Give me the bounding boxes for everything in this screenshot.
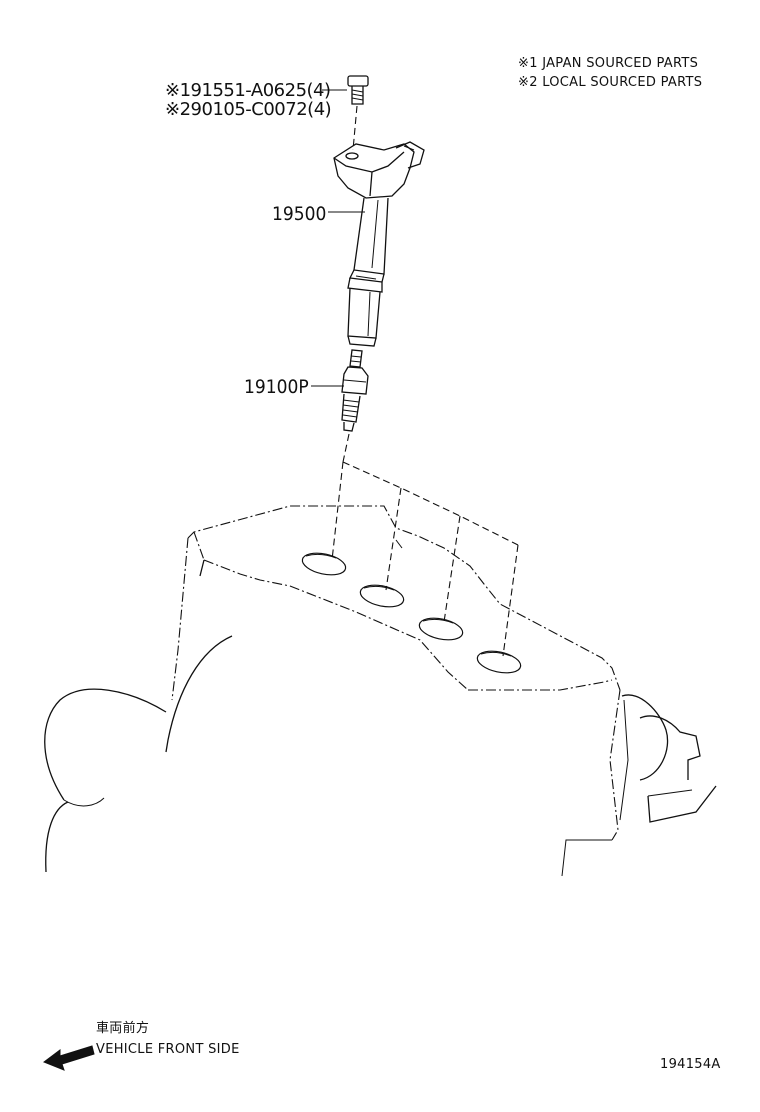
- ignition-coil-icon: [333, 141, 425, 347]
- cylinder-hole-1: [301, 552, 347, 576]
- bolt-icon: [347, 75, 369, 151]
- cylinder-hole-4: [476, 650, 522, 674]
- part-label-bolt-japan[interactable]: ※191551-A0625(4): [165, 80, 331, 101]
- cylinder-hole-2: [359, 584, 405, 608]
- spark-plug-icon: [341, 349, 369, 432]
- part-label-ignition-coil[interactable]: 19500: [272, 203, 326, 225]
- cylinder-hole-3: [418, 617, 464, 641]
- note-japan-sourced: ※1 JAPAN SOURCED PARTS: [518, 56, 698, 71]
- vehicle-front-label: VEHICLE FRONT SIDE: [96, 1042, 240, 1057]
- installation-leader-lines: [331, 433, 519, 657]
- note-local-sourced: ※2 LOCAL SOURCED PARTS: [518, 75, 702, 90]
- vehicle-front-arrow-icon: [42, 1045, 95, 1071]
- part-label-bolt-local[interactable]: ※290105-C0072(4): [165, 99, 332, 120]
- vehicle-front-label-jp: 車両前方: [96, 1020, 149, 1036]
- diagram-id: 194154A: [660, 1057, 721, 1072]
- part-label-spark-plug[interactable]: 19100P: [244, 376, 309, 398]
- engine-block-drawing: [44, 505, 717, 877]
